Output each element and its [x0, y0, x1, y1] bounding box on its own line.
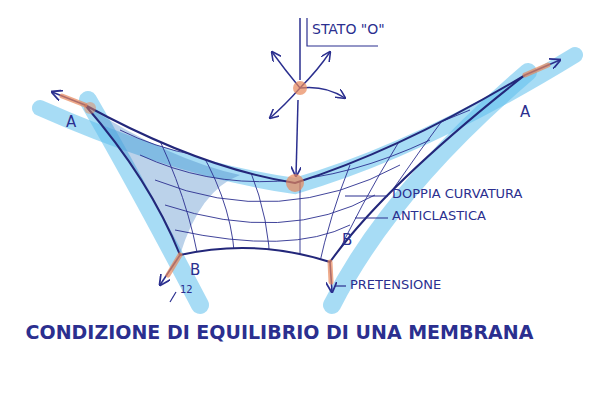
point-label: A	[520, 104, 530, 121]
mast-load	[296, 100, 298, 176]
force-highlight	[62, 65, 548, 282]
curvature-label: ANTICLASTICA	[392, 209, 486, 223]
blue-band	[40, 55, 575, 305]
membrane-edge	[85, 75, 525, 262]
point-label: B	[190, 262, 200, 279]
pretension-arrow	[52, 60, 560, 292]
caption: CONDIZIONE DI EQUILIBRIO DI UNA MEMBRANA	[26, 322, 534, 343]
mast-line	[299, 18, 301, 80]
node-dot	[293, 81, 307, 95]
pretension-label: PRETENSIONE	[350, 278, 441, 292]
curvature-label: DOPPIA CURVATURA	[392, 187, 523, 201]
point-label: A	[66, 114, 76, 131]
node-dot	[286, 174, 304, 192]
point-label: B	[342, 232, 352, 249]
note-number: 12	[180, 284, 193, 295]
membrane-shade	[85, 105, 240, 255]
state-arrows	[270, 52, 345, 118]
node-dot	[84, 102, 96, 114]
state-label: STATO "O"	[312, 22, 385, 37]
